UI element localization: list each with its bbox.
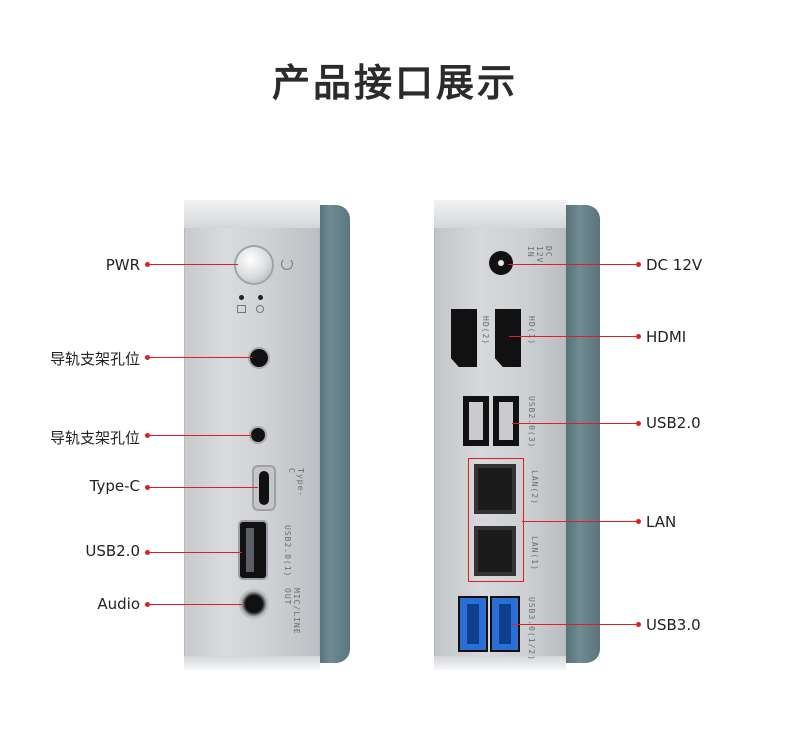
lan-port-1[interactable] <box>474 526 516 576</box>
callout-line-usb2-front <box>148 552 242 553</box>
callout-label-mount-2: 导轨支架孔位 <box>49 429 140 447</box>
callout-line-lan <box>522 521 638 522</box>
usb3-print: USB3.0(1/2) <box>527 597 536 661</box>
callout-line-pwr <box>148 264 238 265</box>
callout-dot-pwr <box>145 262 150 267</box>
hdmi2-print: HD(2) <box>481 316 490 346</box>
led-indicator-2 <box>258 295 263 300</box>
rear-top-edge <box>434 200 566 228</box>
callout-dot-audio <box>145 602 150 607</box>
sun-icon <box>256 305 264 313</box>
front-bottom-edge <box>184 656 320 670</box>
dc-jack[interactable] <box>489 251 513 275</box>
callout-dot-usb2-front <box>145 550 150 555</box>
callout-label-usb2-rear: USB2.0 <box>646 414 701 432</box>
callout-line-mount-2 <box>148 435 252 436</box>
typec-print: Type-C <box>287 468 305 498</box>
power-button[interactable] <box>236 247 272 283</box>
usb2-front-print: USB2.0(1) <box>283 525 292 578</box>
audio-print: MIC/LINE OUT <box>283 588 301 635</box>
callout-line-usb3 <box>512 624 638 625</box>
callout-dot-typec <box>145 485 150 490</box>
hdmi1-print: HD(1) <box>527 316 536 346</box>
hdmi-port-2[interactable] <box>451 309 477 367</box>
power-icon <box>281 258 293 270</box>
callout-label-hdmi: HDMI <box>646 328 687 346</box>
callout-label-audio: Audio <box>97 595 140 613</box>
callout-dot-usb2-rear <box>636 421 641 426</box>
callout-line-typec <box>148 487 258 488</box>
mount-hole-1 <box>250 349 268 367</box>
callout-line-hdmi <box>509 336 638 337</box>
callout-label-dc: DC 12V <box>646 256 703 274</box>
dc-print: DC 12V IN <box>526 246 553 264</box>
callout-label-pwr: PWR <box>105 256 140 274</box>
usb2-rear-tongue-1 <box>469 402 483 440</box>
usb2-front-tongue <box>246 528 254 572</box>
callout-line-dc <box>508 264 638 265</box>
led-indicator-1 <box>239 295 244 300</box>
audio-jack[interactable] <box>239 589 269 619</box>
callout-dot-usb3 <box>636 622 641 627</box>
callout-label-usb3: USB3.0 <box>646 616 701 634</box>
page-title: 产品接口展示 <box>271 61 518 105</box>
callout-dot-mount-2 <box>145 433 150 438</box>
callout-line-audio <box>148 604 242 605</box>
usb3-tongue-2 <box>499 604 511 644</box>
callout-label-usb2-front: USB2.0 <box>85 542 140 560</box>
callout-dot-hdmi <box>636 334 641 339</box>
lan1-print: LAN(1) <box>530 536 539 571</box>
callout-dot-mount-1 <box>145 355 150 360</box>
callout-label-lan: LAN <box>646 513 677 531</box>
callout-dot-dc <box>636 262 641 267</box>
hdd-icon <box>237 305 246 313</box>
usb2-rear-print: USB2.0(3) <box>527 396 536 448</box>
mount-hole-2 <box>251 428 265 442</box>
rear-bottom-edge <box>434 656 566 670</box>
callout-line-usb2-rear <box>512 423 638 424</box>
typec-slot <box>259 471 269 505</box>
callout-dot-lan <box>636 519 641 524</box>
usb3-tongue-1 <box>467 604 479 644</box>
hdmi-port-1[interactable] <box>495 309 521 367</box>
front-top-edge <box>184 200 320 228</box>
lan-port-2[interactable] <box>474 464 516 514</box>
side-band-left <box>316 205 350 663</box>
callout-label-mount-1: 导轨支架孔位 <box>49 350 140 368</box>
side-band-right <box>562 205 600 663</box>
callout-label-typec: Type-C <box>89 477 140 495</box>
lan-highlight-box <box>468 458 524 582</box>
lan2-print: LAN(2) <box>530 470 539 505</box>
usb2-rear-tongue-2 <box>499 402 513 440</box>
callout-line-mount-1 <box>148 357 252 358</box>
